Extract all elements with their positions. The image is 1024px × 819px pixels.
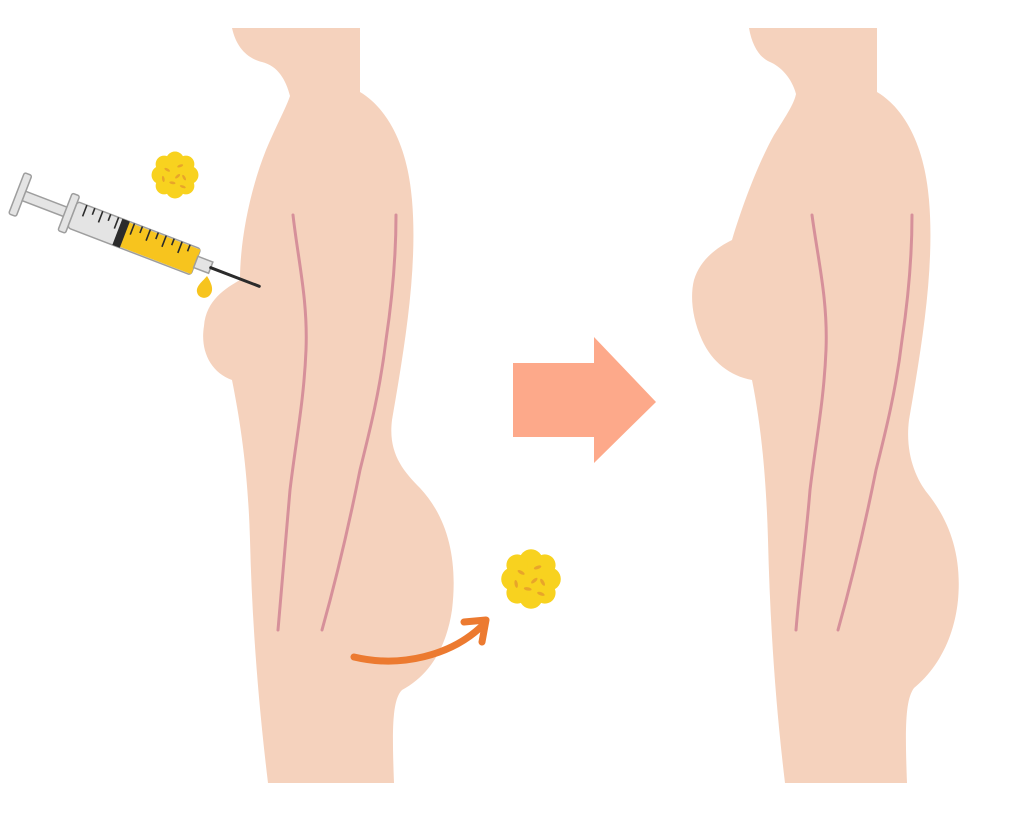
body-before [203,28,454,783]
body-after [692,28,959,783]
fat-cell-icon [151,151,199,199]
fat-lobe [177,155,195,173]
fat-lobe [506,582,528,604]
fat-speck [540,578,545,586]
fat-lobe [177,177,195,195]
stretch-mark-line [276,213,308,632]
fat-speck [533,565,542,570]
fat-speck [537,591,545,596]
scale-tick [129,223,136,235]
fat-speck [531,577,538,584]
fat-speck [179,185,186,189]
fat-lobe [506,554,528,576]
scale-tick [123,220,128,228]
fat-speck [164,167,170,172]
scale-tick [91,207,96,216]
fat-cell-icon [501,549,561,609]
scale-tick [107,214,112,222]
fat-lobe [534,582,556,604]
scale-tick [170,238,175,246]
fat-lobe [155,177,173,195]
syringe-scale [81,204,191,254]
fat-speck [175,174,181,179]
fat-speck [169,181,176,185]
fat-lobe [155,155,173,173]
syringe-fluid [116,221,201,275]
fat-speck [161,175,165,182]
stretch-mark-line [794,213,828,632]
fat-lobe [534,554,556,576]
body-profile-after-icon [692,28,959,783]
fat-speck [177,164,184,168]
needle [209,266,261,288]
scale-tick [161,235,168,248]
syringe-tip [192,255,214,275]
fat-speck [523,587,532,591]
scale-tick [186,244,191,252]
scale-tick [155,232,160,240]
scale-tick [97,210,104,223]
fat-droplet-icon [196,276,213,298]
syringe-icon [8,172,261,288]
fat-speck [182,174,187,181]
plunger-rod [21,190,70,219]
scale-tick [177,241,183,254]
plunger-seal [112,218,130,248]
fat-speck [514,580,518,588]
scale-tick [113,217,120,229]
scale-tick [81,204,88,217]
stretch-mark-line [836,213,914,632]
process-arrow-icon [513,337,656,463]
stretch-mark-line [320,213,398,632]
scale-tick [145,229,152,242]
body-profile-before-icon [203,28,454,783]
scale-tick [139,226,144,234]
fat-speck [517,569,525,575]
curved-arrow-icon [350,616,490,665]
